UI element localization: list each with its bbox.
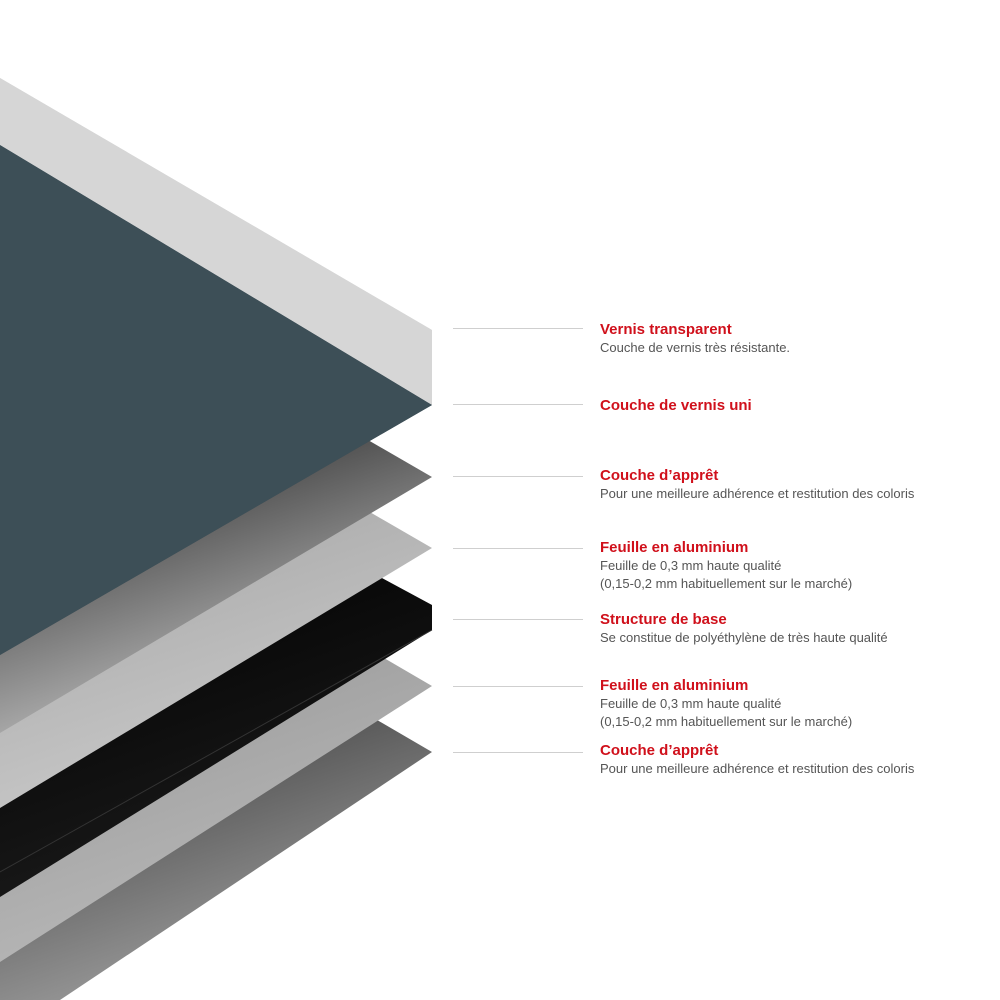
layer-title: Couche de vernis uni [600, 397, 752, 414]
layer-description: Se constitue de polyéthylène de très hau… [600, 630, 888, 645]
leader-line [453, 752, 583, 753]
layer-description: Pour une meilleure adhérence et restitut… [600, 761, 915, 776]
layer-title: Feuille en aluminium [600, 539, 749, 556]
layer-description: Couche de vernis très résistante. [600, 340, 791, 355]
leader-line [453, 404, 583, 405]
layer-label-aluminium: Feuille en aluminium Feuille de 0,3 mm h… [600, 539, 852, 593]
leader-line [453, 548, 583, 549]
layer-title: Couche d’apprêt [600, 467, 719, 484]
layer-title: Structure de base [600, 611, 727, 628]
layer-description: (0,15-0,2 mm habituellement sur le march… [600, 714, 853, 729]
layer-description: Pour une meilleure adhérence et restitut… [600, 486, 915, 501]
layer-label-aluminium: Feuille en aluminium Feuille de 0,3 mm h… [600, 677, 852, 731]
leader-line [453, 686, 583, 687]
layer-label-primer: Couche d’apprêt Pour une meilleure adhér… [600, 467, 914, 503]
layer-description: (0,15-0,2 mm habituellement sur le march… [600, 576, 853, 591]
leader-line [453, 328, 583, 329]
layer-label-clear-varnish: Vernis transparent Couche de vernis très… [600, 321, 790, 357]
layer-label-primer: Couche d’apprêt Pour une meilleure adhér… [600, 742, 914, 778]
layer-description: Feuille de 0,3 mm haute qualité [600, 696, 782, 711]
layer-label-base-structure: Structure de base Se constitue de polyét… [600, 611, 888, 647]
layer-title: Feuille en aluminium [600, 677, 749, 694]
layer-label-solid-varnish: Couche de vernis uni [600, 397, 752, 415]
leader-line [453, 476, 583, 477]
leader-line [453, 619, 583, 620]
layer-title: Couche d’apprêt [600, 742, 719, 759]
layer-title: Vernis transparent [600, 321, 732, 338]
layer-description: Feuille de 0,3 mm haute qualité [600, 558, 782, 573]
